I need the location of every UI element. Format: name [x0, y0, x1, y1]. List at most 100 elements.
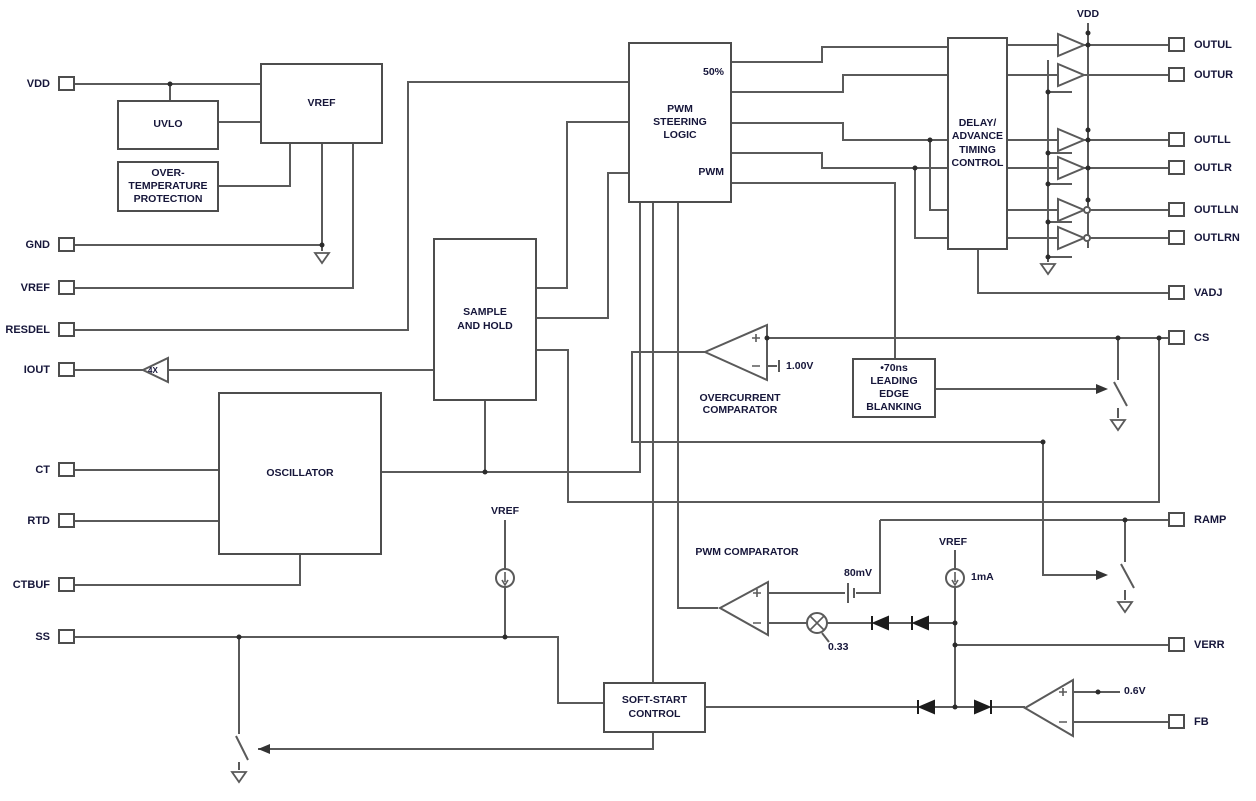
pin-ss: SS [35, 629, 75, 644]
pin-outul-label: OUTUL [1194, 39, 1232, 51]
output-buffer-outur [1057, 62, 1087, 88]
pin-outlr: OUTLR [1168, 160, 1232, 175]
block-over-temperature-protection: OVER- TEMPERATURE PROTECTION [117, 161, 219, 212]
diode-icon [974, 699, 992, 715]
arrow-right-icon [1096, 384, 1108, 394]
pin-cs: CS [1168, 330, 1209, 345]
diodes [871, 615, 992, 715]
pin-outlr-label: OUTLR [1194, 162, 1232, 174]
oc-input-signs [752, 334, 760, 367]
pin-iout: IOUT [24, 362, 75, 377]
block-oscillator-label: OSCILLATOR [266, 466, 334, 479]
symbol-details [501, 334, 1067, 723]
block-vref: VREF [260, 63, 383, 144]
pin-outlln-label: OUTLLN [1194, 204, 1239, 216]
wire-vref-pin [75, 144, 354, 289]
pin-ctbuf: CTBUF [13, 577, 75, 592]
ss-discharge-switch [235, 637, 249, 770]
output-buffer-outll [1057, 127, 1087, 153]
pin-outur-label: OUTUR [1194, 69, 1234, 81]
pin-fb-label: FB [1194, 716, 1209, 728]
output-inverter-outlrn [1057, 225, 1087, 251]
wires [75, 23, 1168, 770]
wire-sh-a [537, 121, 628, 289]
block-oscillator: OSCILLATOR [218, 392, 382, 555]
pin-rtd-label: RTD [27, 515, 50, 527]
pin-outlrn-label: OUTLRN [1194, 232, 1240, 244]
pin-ct-label: CT [35, 464, 50, 476]
error-amplifier-symbol [1023, 678, 1074, 738]
pin-ct: CT [35, 462, 75, 477]
arrowheads [258, 384, 1108, 754]
diode-icon [871, 615, 889, 631]
diode-icon [911, 615, 929, 631]
pwm-50pct-output-label: 50% [702, 66, 724, 78]
block-sample-and-hold: SAMPLE AND HOLD [433, 238, 537, 401]
ramp-discharge-switch [1120, 520, 1135, 600]
pin-ss-label: SS [35, 631, 50, 643]
pin-vdd: VDD [27, 76, 75, 91]
gain-033-label: 0.33 [828, 641, 849, 653]
wire-gain-callout [821, 632, 830, 643]
wire-delay-outputs [1008, 44, 1058, 239]
block-uvlo: UVLO [117, 100, 219, 150]
block-pwm-steering-logic: PWM STEERING LOGIC 50% PWM [628, 42, 732, 203]
pin-fb: FB [1168, 714, 1209, 729]
wire-buffer-outputs [1084, 44, 1168, 239]
current-1ma-label: 1mA [971, 571, 994, 583]
inverter-bubble [1083, 206, 1091, 214]
pwm-comparator-caption: PWM COMPARATOR [695, 546, 799, 558]
vref-ss-label: VREF [490, 505, 520, 517]
ocp-threshold-label: 1.00V [786, 360, 814, 372]
wire-pwmcomp-out [677, 203, 718, 609]
ea-input-signs [1059, 688, 1067, 723]
wire-pwm-out1 [732, 46, 947, 63]
pwm-comparator-symbol [717, 580, 769, 637]
wire-sh-b [537, 172, 628, 319]
pin-rtd: RTD [27, 513, 75, 528]
output-buffer-outul [1057, 32, 1087, 58]
block-vref-label: VREF [307, 96, 336, 109]
vdd-rail-label: VDD [1076, 8, 1100, 20]
block-uvlo-label: UVLO [153, 118, 183, 131]
block-soft-start-label: SOFT-START CONTROL [621, 694, 688, 720]
gain-4x-label: 4X [148, 366, 158, 375]
block-otp-label: OVER- TEMPERATURE PROTECTION [128, 166, 208, 206]
block-leading-edge-blanking: •70ns LEADING EDGE BLANKING [852, 358, 936, 418]
wire-oc-output [631, 351, 1098, 576]
pin-ramp: RAMP [1168, 512, 1226, 527]
pin-outll: OUTLL [1168, 132, 1231, 147]
wire-resdel [75, 81, 628, 331]
pin-outlln: OUTLLN [1168, 202, 1239, 217]
block-soft-start-control: SOFT-START CONTROL [603, 682, 706, 733]
ramp-offset-label: 80mV [843, 567, 873, 579]
pin-resdel-label: RESDEL [5, 324, 50, 336]
source-arrow [501, 572, 509, 587]
wire-ss [75, 636, 603, 704]
block-delay-advance-label: DELAY/ ADVANCE TIMING CONTROL [951, 117, 1004, 169]
pin-iout-label: IOUT [23, 364, 50, 376]
pin-gnd-label: GND [25, 239, 50, 251]
offset-80mv-symbol [847, 583, 855, 603]
pin-ctbuf-label: CTBUF [12, 579, 50, 591]
pin-vref-label: VREF [20, 282, 50, 294]
block-sample-hold-label: SAMPLE AND HOLD [457, 306, 513, 332]
pin-outlrn: OUTLRN [1168, 230, 1240, 245]
wire-otp-vref [219, 144, 291, 187]
ground-icon [230, 771, 248, 784]
vref-1ma-label: VREF [938, 536, 968, 548]
grounds [230, 252, 1134, 784]
arrow-right-icon [1096, 570, 1108, 580]
pin-ramp-label: RAMP [1194, 514, 1227, 526]
pwm-output-label: PWM [698, 165, 724, 178]
pin-resdel: RESDEL [5, 322, 75, 337]
pin-verr: VERR [1168, 637, 1225, 652]
wire-ramp [768, 519, 1168, 594]
source-arrow [951, 572, 959, 587]
block-pwm-steering-label: PWM STEERING LOGIC [653, 102, 707, 142]
wire-ct-rtd-ctbuf [75, 469, 301, 586]
pin-outur: OUTUR [1168, 67, 1233, 82]
wire-vadj [977, 250, 1168, 294]
